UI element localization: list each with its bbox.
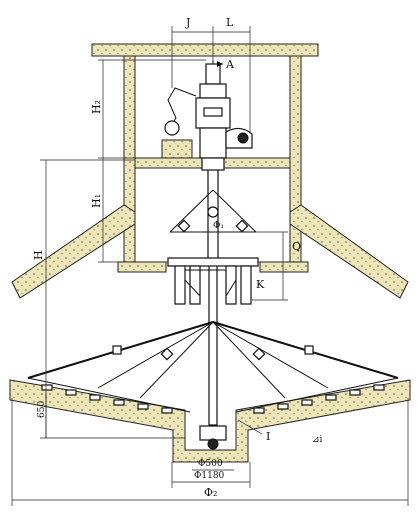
frame-strut-left <box>169 189 214 233</box>
rake-blades <box>41 384 385 414</box>
tank-walls <box>11 204 409 299</box>
motor-hub <box>237 132 249 144</box>
right-tie-1 <box>212 321 329 389</box>
blade <box>137 403 149 410</box>
frame-hub <box>207 206 219 218</box>
frame-strut-right <box>212 189 257 233</box>
cage-blade-1 <box>174 265 186 305</box>
dimensions <box>11 26 409 506</box>
blade <box>373 384 385 391</box>
right-wall <box>289 55 302 219</box>
hanger-4 <box>304 345 314 355</box>
blade <box>325 394 337 401</box>
left-wall <box>123 55 136 219</box>
blade <box>301 399 313 406</box>
blade <box>89 394 101 401</box>
frame-node-left <box>177 219 191 233</box>
cage-blade-4 <box>240 265 252 305</box>
detail-I-leader <box>237 419 263 435</box>
rake-arms <box>27 321 399 450</box>
right-tie-2 <box>212 321 286 399</box>
blade <box>65 389 77 396</box>
left-tie-2 <box>139 321 214 399</box>
coupling <box>201 157 225 171</box>
label-slope: ⊿i <box>312 435 323 445</box>
label-J: J <box>185 16 190 29</box>
right-beam <box>259 261 309 273</box>
hanger-3 <box>252 347 266 361</box>
blade <box>349 389 361 396</box>
drive-top <box>205 63 221 85</box>
label-H: H <box>32 250 45 260</box>
left-tie-1 <box>97 321 214 389</box>
blade <box>253 407 265 414</box>
left-beam <box>117 261 167 273</box>
label-H2: H₂ <box>90 100 103 114</box>
blade <box>277 403 289 410</box>
right-tank-wall <box>289 204 409 299</box>
arrow-A-head <box>217 61 223 67</box>
label-phi2: Φ₂ <box>204 486 217 499</box>
cage-cross <box>184 279 237 297</box>
label-I: I <box>266 430 270 443</box>
blade <box>113 399 125 406</box>
label-Q: Q <box>292 240 301 253</box>
right-rake-beam <box>235 377 399 413</box>
lower-shaft <box>208 264 218 426</box>
label-K: K <box>256 278 265 291</box>
gear-base <box>199 127 227 159</box>
cage-blade-2 <box>189 265 201 305</box>
frame-node-right <box>235 219 249 233</box>
gear-housing-top <box>199 83 227 99</box>
left-rake-beam <box>27 377 191 413</box>
hanger-2 <box>160 347 174 361</box>
hanger-1 <box>112 345 122 355</box>
label-L: L <box>226 16 234 29</box>
center-scraper <box>199 425 227 441</box>
cage-blade-3 <box>225 265 237 305</box>
blade <box>161 407 173 414</box>
drive-unit <box>164 61 253 171</box>
motor-pulley <box>164 120 180 136</box>
label-650: 650 <box>37 401 47 418</box>
motor-pedestal <box>161 139 193 159</box>
blade <box>41 384 53 391</box>
roof-slab <box>91 43 319 57</box>
lifting-frame <box>169 189 257 233</box>
cage-top-ring <box>167 257 259 267</box>
discharge-cone <box>207 438 219 450</box>
label-phi1180: Φ1180 <box>194 471 225 481</box>
label-phi1: Φ₁ <box>213 221 224 231</box>
gear-window <box>203 107 223 117</box>
label-A: A <box>225 58 235 71</box>
label-H1: H₁ <box>90 194 103 208</box>
left-tank-wall <box>11 204 136 299</box>
label-phi500: Φ500 <box>198 459 223 469</box>
dimension-labels: J L A H₂ H₁ H Φ₁ Q K 650 I ⊿i Φ500 Φ1180… <box>32 16 323 499</box>
